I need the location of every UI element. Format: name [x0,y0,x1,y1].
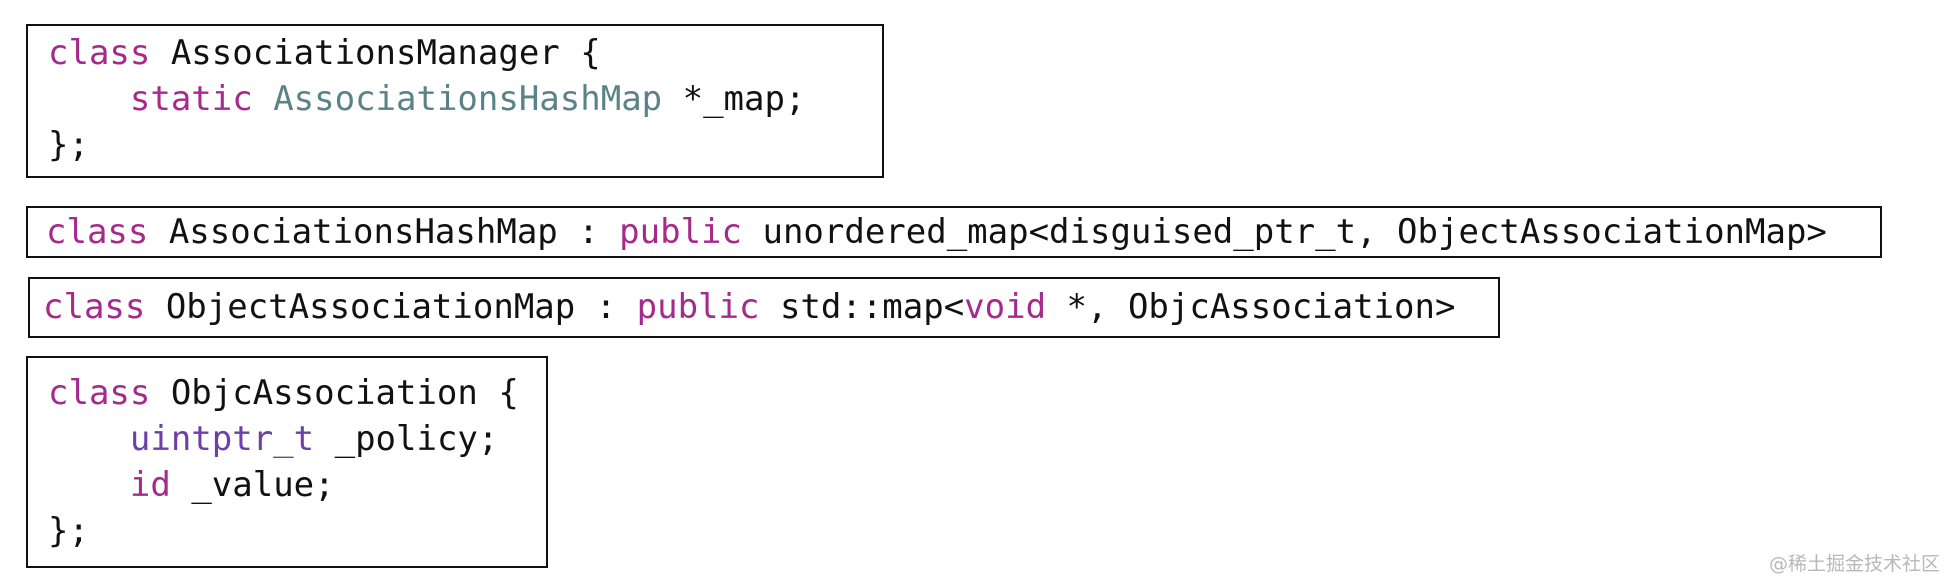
code-block-objc-association: class ObjcAssociation { uintptr_t _polic… [26,356,548,568]
code-block-associations-hashmap: class AssociationsHashMap : public unord… [26,206,1882,258]
code-text: class ObjcAssociation { uintptr_t _polic… [48,370,519,554]
code-block-associations-manager: class AssociationsManager { static Assoc… [26,24,884,178]
keyword-static: static [129,79,253,119]
indent [48,419,130,459]
code-text: class AssociationsManager { static Assoc… [48,30,805,168]
code-block-object-association-map: class ObjectAssociationMap : public std:… [28,277,1500,338]
watermark: @稀土掘金技术社区 [1768,553,1940,575]
closing-brace: }; [48,511,89,551]
keyword-class: class [46,212,149,252]
keyword-class: class [48,373,151,413]
keyword-void: void [964,287,1047,327]
keyword-public: public [619,212,742,252]
class-name: AssociationsHashMap : [148,212,620,252]
member-value: _value; [170,465,335,505]
member-policy: _policy; [314,419,499,459]
type-uintptr: uintptr_t [129,419,315,459]
keyword-public: public [636,287,760,327]
code-text: class AssociationsHashMap : public unord… [46,209,1827,255]
class-header: ObjcAssociation { [150,373,519,413]
type-name: AssociationsHashMap [273,79,663,119]
class-name: ObjectAssociationMap : [145,287,637,327]
space [253,79,273,119]
base-type: unordered_map<disguised_ptr_t, ObjectAss… [742,212,1827,252]
keyword-class: class [48,33,151,73]
keyword-class: class [43,287,146,327]
base-type: std::map< [759,287,965,327]
closing-brace: }; [48,125,89,165]
indent [48,79,130,119]
class-header: AssociationsManager { [150,33,601,73]
template-args: *, ObjcAssociation> [1046,287,1456,327]
code-text: class ObjectAssociationMap : public std:… [43,284,1455,330]
member-decl: *_map; [662,79,806,119]
indent [48,465,130,505]
keyword-id: id [129,465,171,505]
